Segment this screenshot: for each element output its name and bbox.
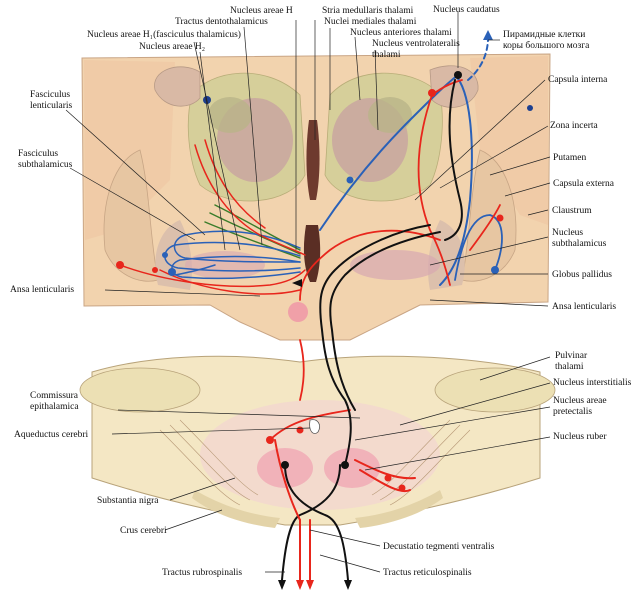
subthalamic-zone bbox=[350, 250, 440, 280]
label-tractus-rubrospinalis: Tractus rubrospinalis bbox=[162, 568, 242, 578]
label-nucleus-caudatus: Nucleus caudatus bbox=[433, 5, 500, 15]
third-ventricle-lower bbox=[303, 225, 321, 282]
arrow-black-mid bbox=[292, 279, 302, 287]
right-blue-marker bbox=[527, 105, 533, 111]
label-nucl-sub-2: subthalamicus bbox=[552, 239, 607, 249]
label-pulvinar-2: thalami bbox=[555, 362, 584, 372]
aqueduct bbox=[309, 419, 320, 434]
label-piramid-2: коры большого мозга bbox=[503, 40, 590, 51]
label-decussatio: Decustatio tegmenti ventralis bbox=[383, 542, 495, 552]
label-nucleus-h2: Nucleus areae H₂ bbox=[139, 42, 205, 52]
left-subthalamic-zone bbox=[185, 251, 265, 279]
label-nucleus-interstitialis: Nucleus interstitialis bbox=[553, 378, 632, 388]
label-commissura-1: Commissura bbox=[30, 391, 79, 401]
label-stria-medullaris: Stria medullaris thalami bbox=[322, 6, 414, 16]
third-ventricle bbox=[306, 120, 320, 200]
label-nucleus-h1: Nucleus areae H₁(fasciculus thalamicus) bbox=[87, 29, 241, 40]
label-nuclei-anteriores: Nucleus anteriores thalami bbox=[350, 28, 452, 38]
label-nucleus-areae-h: Nucleus areae H bbox=[230, 6, 293, 16]
pathways bbox=[116, 30, 504, 590]
left-anterior-nucleus bbox=[208, 97, 252, 133]
label-aqueductus: Aqueductus cerebri bbox=[14, 430, 88, 440]
label-nucleus-pretectalis-2: pretectalis bbox=[553, 407, 592, 417]
label-nucleus-pretectalis-1: Nucleus areae bbox=[553, 396, 607, 406]
label-ansa-lent-left: Ansa lenticularis bbox=[10, 285, 74, 295]
left-lateral-region bbox=[84, 60, 175, 240]
label-capsula-interna: Capsula interna bbox=[548, 75, 608, 85]
arrow-black-right bbox=[344, 580, 352, 590]
label-pulvinar-1: Pulvinar bbox=[555, 351, 588, 361]
blue-pyramidal-dashed bbox=[467, 37, 489, 81]
label-putamen: Putamen bbox=[553, 153, 586, 163]
left-pulvinar bbox=[79, 367, 201, 413]
label-substantia-nigra: Substantia nigra bbox=[97, 496, 159, 506]
blue-caudate-pathway bbox=[439, 74, 473, 286]
label-commissura-2: epithalamica bbox=[30, 402, 79, 412]
right-anterior-nucleus bbox=[368, 97, 412, 133]
label-nucleus-ventrolateralis-2: thalami bbox=[372, 50, 401, 60]
blue-putamen-loop bbox=[454, 214, 503, 281]
upper-brain-section bbox=[81, 53, 551, 341]
label-crus-cerebri: Crus cerebri bbox=[120, 526, 167, 536]
left-putamen bbox=[103, 149, 159, 282]
label-nucl-sub-1: Nucleus bbox=[552, 228, 583, 238]
right-lateral-region bbox=[470, 56, 548, 225]
pathway-nodes bbox=[116, 71, 504, 492]
label-nuclei-mediales: Nuclei mediales thalami bbox=[324, 17, 417, 27]
mammillary-body bbox=[288, 302, 308, 322]
label-fasc-lent-1: Fasciculus bbox=[30, 90, 70, 100]
label-claustrum: Claustrum bbox=[552, 206, 592, 216]
label-nucleus-ruber: Nucleus ruber bbox=[553, 432, 607, 442]
right-crus-cerebri bbox=[355, 490, 443, 528]
label-capsula-externa: Capsula externa bbox=[553, 179, 615, 189]
black-pathways bbox=[281, 79, 463, 581]
left-crus-cerebri bbox=[192, 490, 280, 528]
label-fasc-lent-2: lenticularis bbox=[30, 101, 73, 111]
label-globus-pallidus: Globus pallidus bbox=[552, 270, 612, 280]
label-ansa-lent-right: Ansa lenticularis bbox=[552, 302, 616, 312]
substantia-nigra-fibers bbox=[159, 419, 471, 506]
left-caudate bbox=[154, 66, 201, 107]
arrow-red-1 bbox=[296, 580, 304, 590]
label-tractus-dentothalamicus: Tractus dentothalamicus bbox=[175, 17, 268, 27]
label-piramid-1: Пирамидные клетки bbox=[503, 30, 585, 40]
label-fasc-sub-1: Fasciculus bbox=[18, 149, 58, 159]
labels: Nucleus areae H Stria medullaris thalami… bbox=[10, 5, 632, 578]
arrow-red-2 bbox=[306, 580, 314, 590]
blue-arrow-head bbox=[483, 30, 493, 40]
leader-lines bbox=[65, 12, 551, 573]
label-fasc-sub-2: subthalamicus bbox=[18, 160, 73, 170]
label-tractus-reticulospinalis: Tractus reticulospinalis bbox=[383, 568, 472, 578]
right-pulvinar bbox=[434, 367, 556, 413]
label-zona-incerta: Zona incerta bbox=[550, 121, 599, 131]
arrow-black-left bbox=[278, 580, 286, 590]
label-nucleus-ventrolateralis: Nucleus ventrolateralis bbox=[372, 39, 460, 49]
red-descending-fibers bbox=[274, 439, 416, 583]
